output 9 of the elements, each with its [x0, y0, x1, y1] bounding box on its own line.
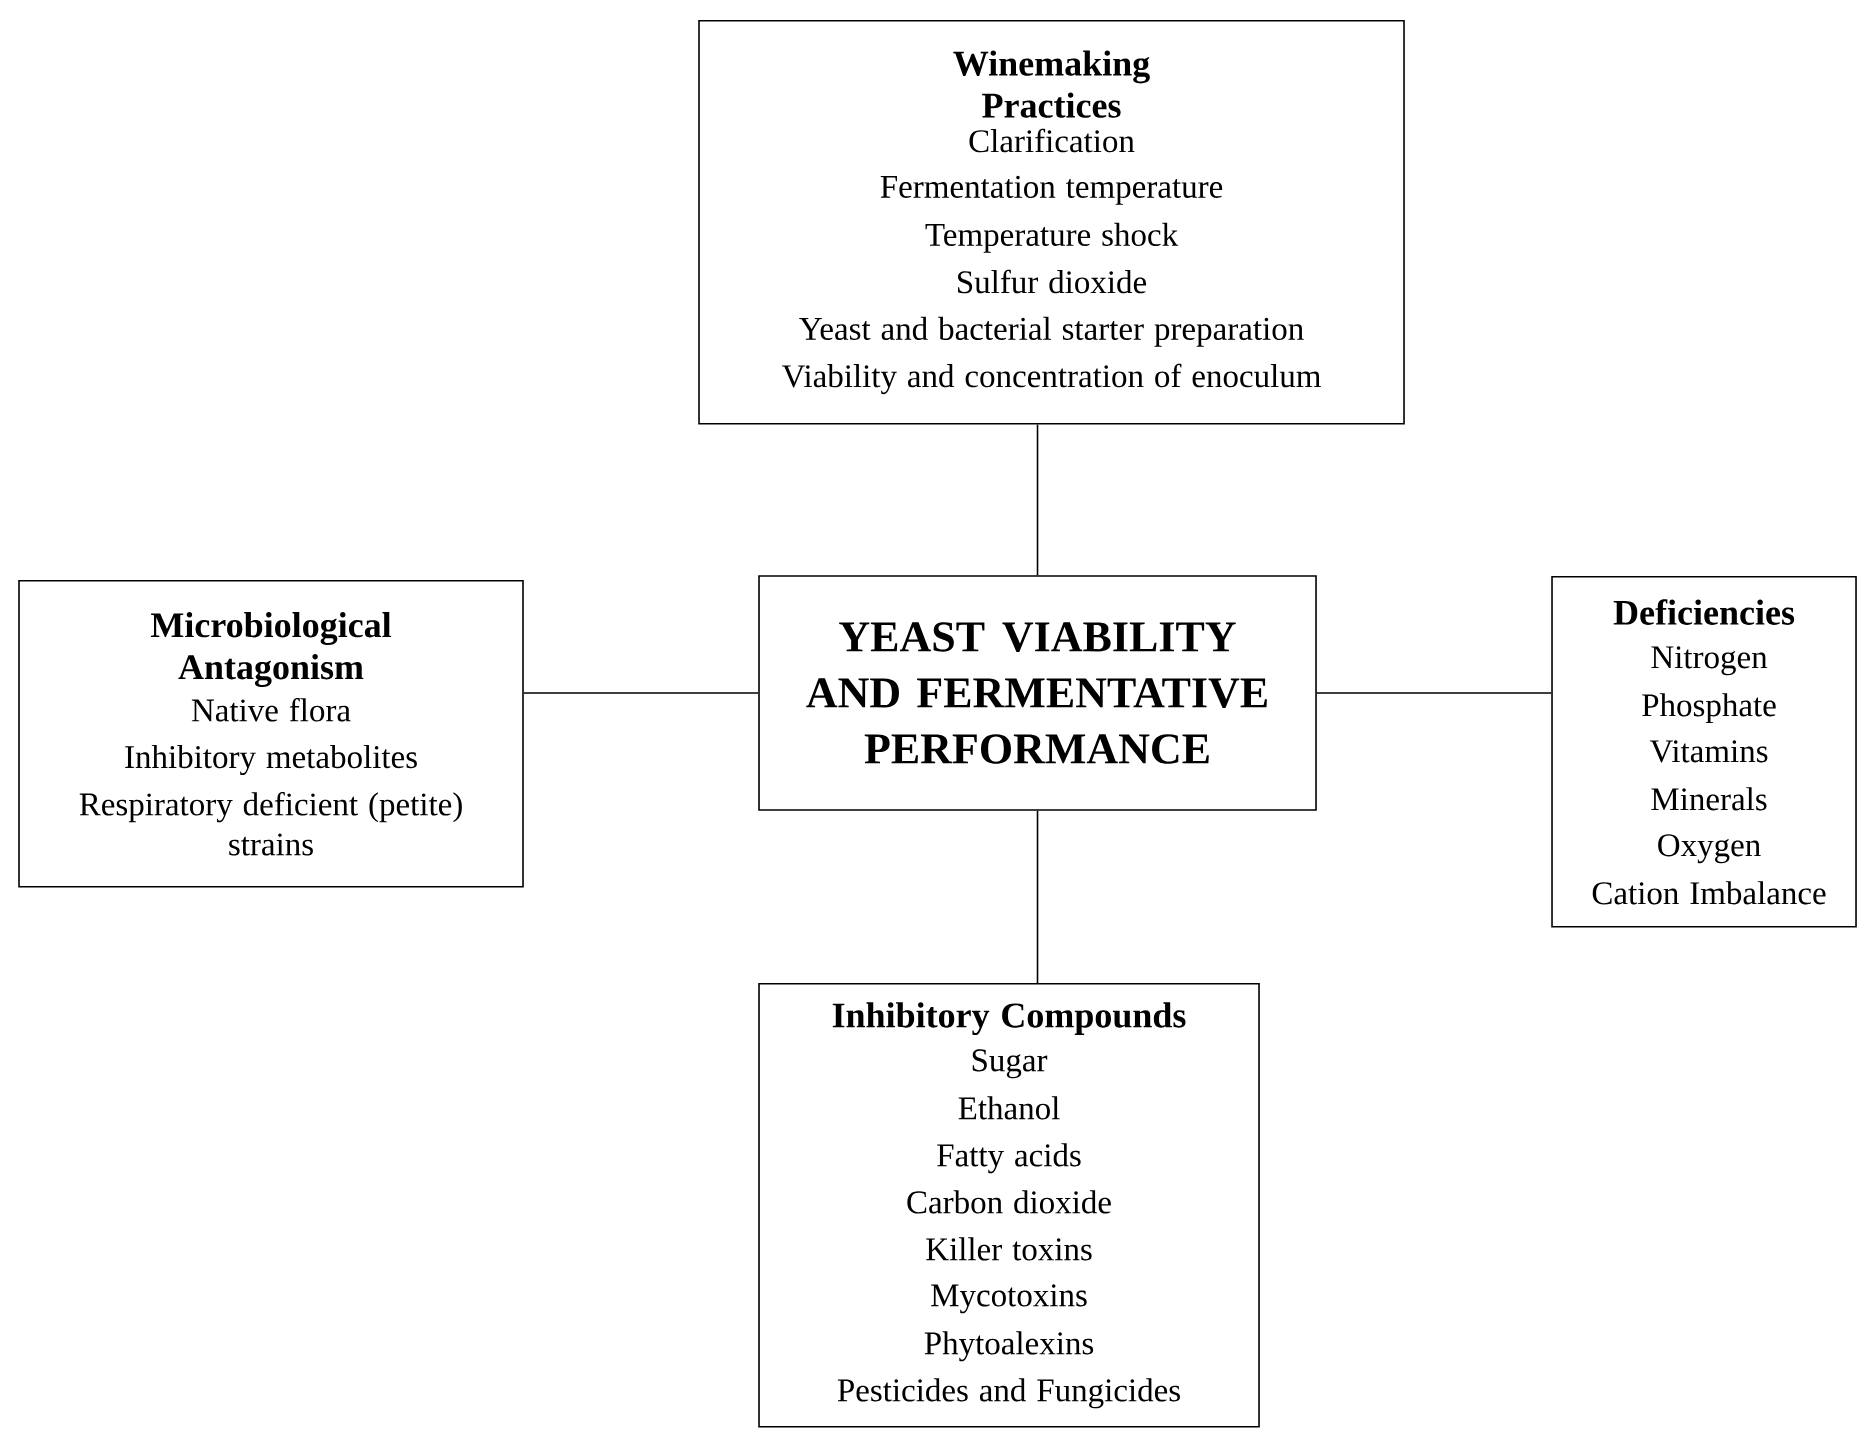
- factor-box: Winemaking Practices Clarification Fermentation temperature Temperature shock Sulfur dioxide Yeast and bacterial starter preparation Viability and concentration of enoculum: [698, 20, 1405, 425]
- factor-box: Microbiological Antagonism Native flora Inhibitory metabolites Respiratory deficient (petite) strains: [18, 580, 524, 888]
- connector-line: [1036, 810, 1039, 984]
- center-box: YEAST VIABILITY AND FERMENTATIVE PERFORMANCE: [758, 575, 1317, 811]
- factor-box: Deficiencies Nitrogen Phosphate Vitamins Minerals Oxygen Cation Imbalance: [1551, 576, 1857, 928]
- factor-box: Inhibitory Compounds Sugar Ethanol Fatty acids Carbon dioxide Killer toxins Mycotoxins Phytoalexins Pesticides and Fungicides: [758, 983, 1260, 1428]
- connector-line: [1036, 423, 1039, 576]
- connector-line: [1316, 692, 1552, 694]
- connector-line: [523, 692, 759, 694]
